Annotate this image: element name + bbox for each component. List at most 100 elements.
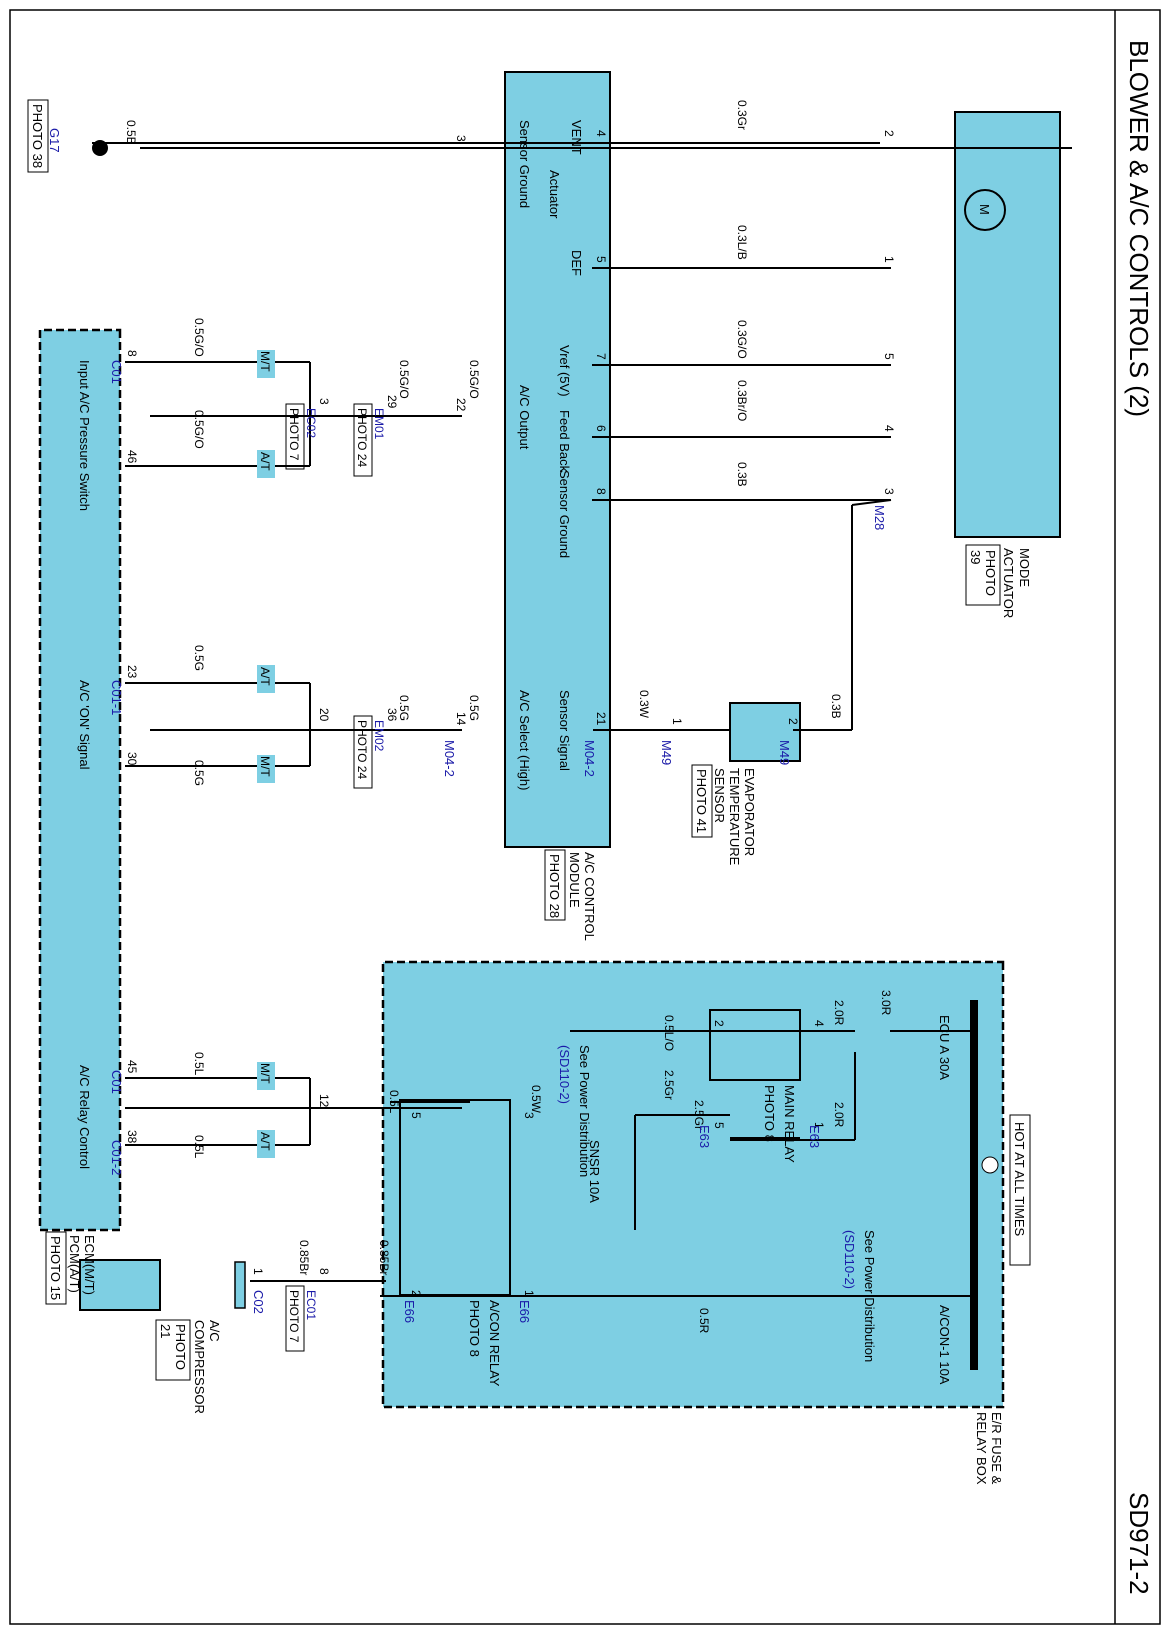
wire-label-2-0r-1: 2.0R [832,1000,846,1026]
ec02-label: EC02 [304,408,318,438]
e66-connector-1: E66 [517,1300,532,1323]
ecm-label-1: ECM(M/T) [82,1235,97,1295]
page-id: SD971-2 [1124,1492,1154,1595]
mode-actuator-photo: PHOTO [983,550,998,596]
ec02-photo-box [285,403,305,470]
ac-module-label-2: MODULE [567,852,582,908]
joint-pin-8: 8 [317,1268,331,1275]
compressor-label-1: A/C [207,1320,222,1342]
mode-actuator-photo-num: 39 [968,550,983,564]
acon-relay-pin-1: 1 [522,1290,536,1297]
main-relay-pin-5: 5 [712,1122,726,1129]
ecm-connector-c01-2: C01-2 [109,1140,124,1175]
pin-label-sensor-signal: Sensor Signal [557,690,572,771]
ecm-photo-box [45,1231,67,1305]
ecm-pin-30: 30 [125,752,139,766]
wire-label-0-5l-3: 0.5L [192,1135,206,1159]
em01-photo: PHOTO 24 [355,408,369,467]
compressor-pin-1: 1 [251,1268,265,1275]
pin-14: 14 [454,712,468,726]
pin-label-sensor-ground-2: Sensor Ground [557,470,572,558]
wire-label-sel4: 0.5G [192,760,206,786]
ecu-fuse-label: ECU A 30A [937,1015,952,1080]
fuse-box-label-1: E/R FUSE & [989,1412,1004,1485]
pin-label-vent: VENT [569,120,584,155]
acon-relay-photo: PHOTO 8 [467,1300,482,1357]
mode-actuator-box [954,111,1061,538]
snsr-fuse-label: SNSR 10A [587,1140,602,1203]
ecm-label-2: PCM(A/T) [67,1235,82,1293]
pin-label-vref: Vref (5V) [557,345,572,397]
wire-label-sg: 0.3B [735,462,749,487]
main-relay-pin-1: 1 [812,1122,826,1129]
evap-label-3: SENSOR [712,768,727,823]
em02-label: EM02 [372,720,386,752]
e66-connector-2: E66 [402,1300,417,1323]
mt-tag-1-box [257,350,275,378]
ac-module-connector-2: M04-2 [442,740,457,777]
ground-photo: PHOTO 38 [30,104,45,168]
ground-icon [92,140,108,156]
joint-pin-20: 20 [317,708,331,722]
at-tag-2: A/T [258,667,272,686]
acon-relay-label: A/CON RELAY [487,1300,502,1387]
main-relay-box [709,1009,801,1081]
compressor-photo: PHOTO [173,1324,188,1370]
acon-relay-pin-5: 5 [409,1112,423,1119]
ec02-photo: PHOTO 7 [287,408,301,461]
pin-8: 8 [594,488,608,495]
wire-label-at-go: 0.5G/O [192,410,206,449]
ecm-box [38,328,122,1232]
page-frame [9,9,1161,1625]
em01-photo-box [353,403,373,477]
mode-actuator-connector: M28 [872,505,887,530]
motor-icon [964,189,1006,231]
ec01-photo: PHOTO 7 [287,1290,301,1343]
ecm-section-on-signal: A/C 'ON' Signal [77,680,92,770]
ac-module-connector-1: M04-2 [582,740,597,777]
joint-pin-3: 3 [317,398,331,405]
wire-label-0-5l-1: 0.5L [387,1090,401,1114]
wire-label-0-5lo: 0.5L/O [662,1015,676,1051]
wire-label-def: 0.3L/B [735,225,749,260]
ecm-section-relay-ctrl: A/C Relay Control [77,1065,92,1169]
act-pin-2: 2 [882,130,896,137]
act-pin-4: 4 [882,425,896,432]
ecm-connector-c01-b: C01 [109,1070,124,1094]
wire-label-ac-output: 0.5G/O [467,360,481,399]
wire-label-2-5gr-1: 2.5Gr [692,1100,706,1130]
hot-at-all-times-box [1009,1114,1031,1266]
pin-label-ac-output: A/C Output [517,385,532,450]
compressor-connector: C02 [251,1290,266,1314]
wire-label-0-85br-1: 0.85Br [377,1240,391,1275]
see-power-link-1: (SD110-2) [557,1045,572,1104]
wire-label-3-0r: 3.0R [879,990,893,1016]
joint-pin-36: 36 [385,708,399,722]
wire-label-0-5r: 0.5R [697,1308,711,1334]
at-tag-3-box [257,1130,275,1158]
act-pin-5: 5 [882,353,896,360]
pin-label-ac-select: A/C Select (High) [517,690,532,790]
fuse-box-label-2: RELAY BOX [974,1412,989,1485]
wire-label-2-0r-2: 2.0R [832,1102,846,1128]
evap-photo: PHOTO 41 [694,769,709,833]
evaporator-sensor-box [729,702,801,762]
mt-tag-2-box [257,755,275,783]
wire-label-ac-output2: 0.5G/O [397,360,411,399]
at-tag-1-box [257,450,275,478]
mode-actuator-label-2: ACTUATOR [1001,548,1016,618]
at-tag-1: A/T [258,452,272,471]
wire-label-0-85br-2: 0.85Br [297,1240,311,1275]
acon-relay-box [399,1099,511,1296]
wire-label-vref: 0.3G/O [735,320,749,359]
ecm-photo: PHOTO 15 [48,1236,63,1300]
ecm-connector-c01-1: C01-1 [109,680,124,715]
hot-at-all-times: HOT AT ALL TIMES [1012,1122,1027,1236]
ground-photo-box [27,99,49,173]
mode-actuator-photo-box [965,544,1001,606]
compressor-label-2: COMPRESSOR [192,1320,207,1414]
wire-label-0-5w: 0.5W [529,1085,543,1114]
ecm-pin-23: 23 [125,665,139,679]
see-power-2: See Power Distribution [862,1230,877,1362]
